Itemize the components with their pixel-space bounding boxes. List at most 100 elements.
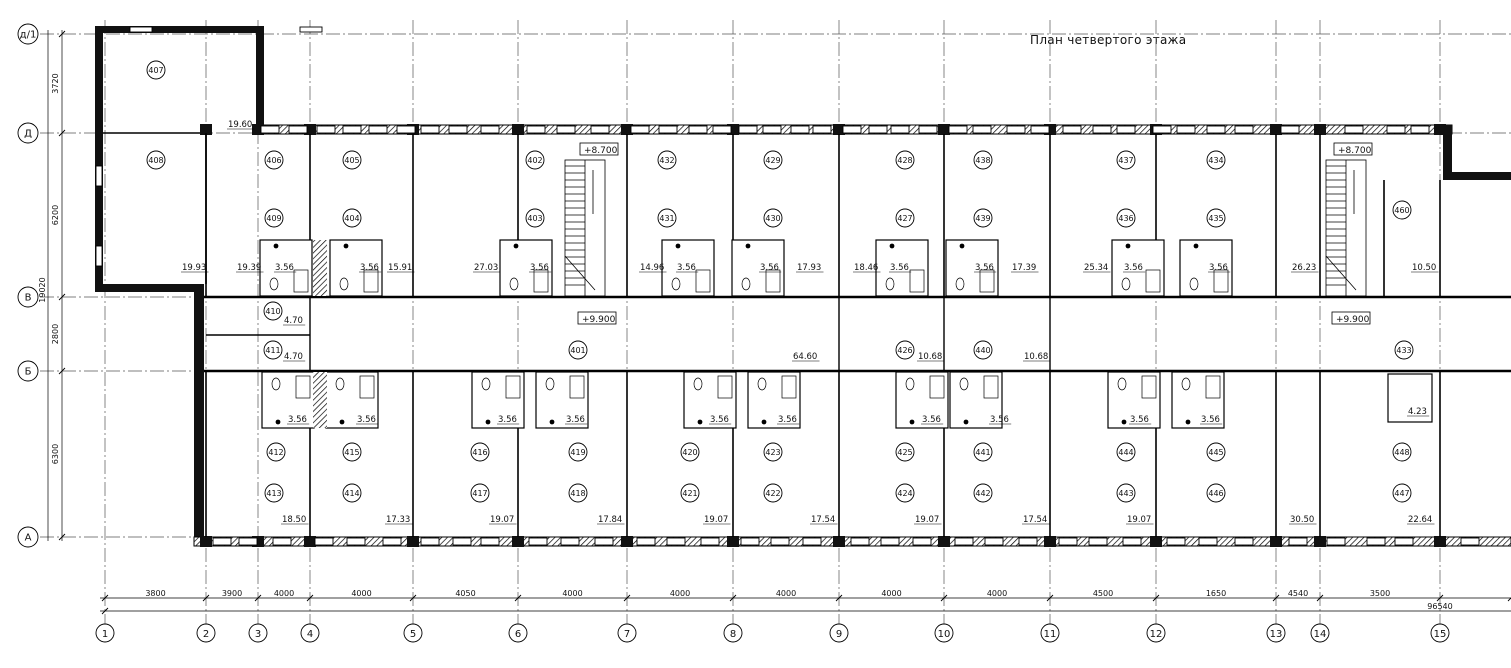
axis-bubble-8: 8 (723, 623, 743, 643)
svg-text:405: 405 (344, 156, 359, 165)
svg-text:407: 407 (148, 66, 163, 75)
room-area: 3.56 (1209, 263, 1228, 273)
room-area: 3.56 (975, 263, 994, 273)
svg-text:434: 434 (1208, 156, 1223, 165)
staircase-left (564, 159, 606, 297)
dim-left-1: 6200 (51, 205, 60, 225)
svg-text:А: А (25, 533, 32, 544)
svg-text:439: 439 (975, 214, 990, 223)
svg-text:5: 5 (410, 629, 416, 640)
svg-text:421: 421 (682, 489, 697, 498)
svg-text:6: 6 (515, 629, 521, 640)
room-marker-444: 444 (1116, 442, 1136, 462)
svg-text:402: 402 (527, 156, 542, 165)
room-marker-413: 413 (264, 483, 284, 503)
room-marker-440: 440 (973, 340, 993, 360)
svg-text:448: 448 (1394, 448, 1409, 457)
room-area: 19.07 (490, 515, 514, 525)
svg-text:403: 403 (527, 214, 542, 223)
svg-text:413: 413 (266, 489, 281, 498)
axis-bubble-14: 14 (1310, 623, 1330, 643)
axis-bubble-В: В (17, 286, 39, 308)
svg-text:9: 9 (836, 629, 842, 640)
axis-bubble-9: 9 (829, 623, 849, 643)
axis-bubble-6: 6 (508, 623, 528, 643)
svg-text:10: 10 (938, 629, 951, 640)
dim-left-0: 3720 (51, 73, 60, 93)
room-marker-419: 419 (568, 442, 588, 462)
elevation-marks: +8.700 +9.900 +8.700 +9.900 (577, 142, 1373, 325)
svg-text:+8.700: +8.700 (1338, 146, 1372, 156)
svg-text:8: 8 (730, 629, 736, 640)
dim-bottom-9: 4000 (987, 589, 1007, 598)
room-marker-416: 416 (470, 442, 490, 462)
room-marker-407: 407 (146, 60, 166, 80)
bathroom-bottom (895, 371, 949, 429)
bathroom-bottom (325, 371, 379, 429)
svg-text:4: 4 (307, 629, 313, 640)
room-area: 17.54 (1023, 515, 1047, 525)
svg-text:424: 424 (897, 489, 912, 498)
svg-text:420: 420 (682, 448, 697, 457)
svg-text:д/1: д/1 (20, 30, 37, 41)
bathroom-top (945, 239, 999, 297)
bathroom-top (875, 239, 929, 297)
elevation-tag-3: +8.700 (1333, 142, 1373, 156)
room-area: 3.56 (275, 263, 294, 273)
svg-text:426: 426 (897, 346, 912, 355)
room-marker-421: 421 (680, 483, 700, 503)
axis-bubble-Б: Б (17, 360, 39, 382)
elevation-tag-4: +9.900 (1331, 311, 1371, 325)
svg-text:404: 404 (344, 214, 359, 223)
axis-bubble-10: 10 (934, 623, 954, 643)
room-marker-445: 445 (1206, 442, 1226, 462)
svg-text:408: 408 (148, 156, 163, 165)
svg-text:428: 428 (897, 156, 912, 165)
room-marker-427: 427 (895, 208, 915, 228)
room-area: 17.39 (1012, 263, 1036, 273)
room-marker-433: 433 (1394, 340, 1414, 360)
bathroom-top (329, 239, 383, 297)
svg-text:412: 412 (268, 448, 283, 457)
svg-text:440: 440 (975, 346, 990, 355)
room-area: 19.39 (237, 263, 261, 273)
svg-text:431: 431 (659, 214, 674, 223)
svg-text:436: 436 (1118, 214, 1133, 223)
dim-bottom-11: 1650 (1206, 589, 1226, 598)
room-area: 19.07 (1127, 515, 1151, 525)
dim-bottom-10: 4500 (1093, 589, 1113, 598)
room-area: 3.56 (778, 415, 797, 425)
elevation-tag-1: +8.700 (579, 142, 619, 156)
room-area: 15.91 (388, 263, 412, 273)
axis-bubble-7: 7 (617, 623, 637, 643)
svg-text:423: 423 (765, 448, 780, 457)
room-marker-446: 446 (1206, 483, 1226, 503)
axis-bubble-3: 3 (248, 623, 268, 643)
room-marker-423: 423 (763, 442, 783, 462)
bathroom-bottom (683, 371, 737, 429)
svg-text:442: 442 (975, 489, 990, 498)
corridor-walls (204, 295, 1511, 373)
svg-text:14: 14 (1314, 629, 1327, 640)
room-marker-436: 436 (1116, 208, 1136, 228)
svg-text:430: 430 (765, 214, 780, 223)
dim-bottom-5: 4000 (562, 589, 582, 598)
svg-text:414: 414 (344, 489, 359, 498)
bathroom-bottom (1107, 371, 1161, 429)
svg-text:444: 444 (1118, 448, 1133, 457)
svg-text:418: 418 (570, 489, 585, 498)
room-marker-415: 415 (342, 442, 362, 462)
bathroom-bottom (471, 371, 525, 429)
room-area: 17.93 (797, 263, 821, 273)
svg-text:7: 7 (624, 629, 630, 640)
svg-text:427: 427 (897, 214, 912, 223)
bathroom-bottom (1171, 371, 1225, 429)
staircase-right (1325, 159, 1367, 297)
room-marker-414: 414 (342, 483, 362, 503)
axis-bubble-12: 12 (1146, 623, 1166, 643)
room-marker-422: 422 (763, 483, 783, 503)
room-marker-418: 418 (568, 483, 588, 503)
room-marker-412: 412 (266, 442, 286, 462)
axis-bubble-2: 2 (196, 623, 216, 643)
room-area: 3.56 (710, 415, 729, 425)
